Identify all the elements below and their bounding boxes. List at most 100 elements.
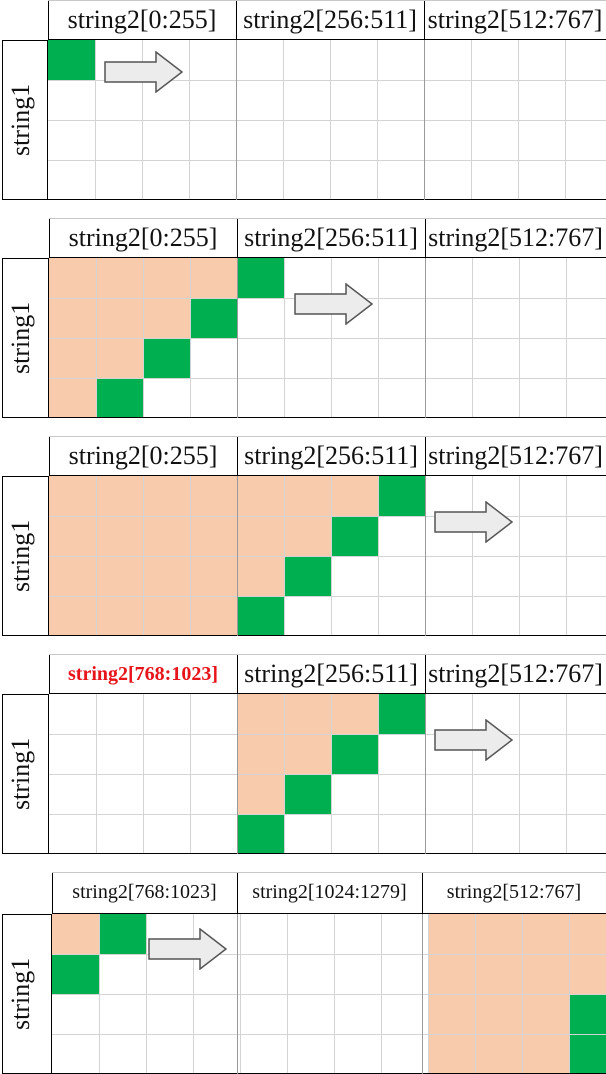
cell-grid — [49, 258, 606, 418]
arrow-shape — [294, 283, 374, 325]
row-label-box — [2, 258, 49, 418]
active-cell — [378, 476, 425, 516]
grid-bottom-line — [48, 199, 606, 200]
header-bottom-line — [49, 475, 606, 476]
cell-grid — [49, 476, 606, 636]
header-divider — [49, 654, 50, 694]
computed-cell — [284, 734, 331, 774]
column-header-2: string2[256:511] — [244, 441, 418, 470]
active-cell — [237, 596, 284, 636]
header-divider — [52, 872, 53, 914]
row-label: string1 — [6, 301, 35, 375]
active-cell — [96, 378, 143, 418]
grid-line — [49, 338, 606, 339]
block-divider — [425, 258, 426, 418]
block-divider — [425, 694, 426, 854]
header-top-line — [49, 654, 606, 655]
header-divider — [49, 218, 50, 258]
computed-cell — [96, 476, 143, 516]
column-header-1: string2[0:255] — [68, 223, 218, 252]
header-divider — [425, 654, 426, 694]
computed-cell — [96, 556, 143, 596]
header-top-line — [49, 218, 606, 219]
computed-cell — [49, 596, 96, 636]
grid-line — [49, 596, 606, 597]
grid-line — [49, 814, 606, 815]
computed-cell — [284, 516, 331, 556]
row-label-box — [2, 694, 49, 854]
active-cell — [190, 298, 237, 338]
grid-line — [48, 160, 606, 161]
column-header-3: string2[512:767] — [428, 441, 603, 470]
column-header-1: string2[768:1023] — [68, 663, 218, 685]
arrow-shape — [434, 719, 514, 761]
header-divider — [48, 0, 49, 40]
column-header-3: string2[512:767] — [446, 881, 582, 903]
arrow-shape — [104, 51, 184, 93]
header-top-line — [48, 0, 606, 1]
active-cell — [378, 694, 425, 734]
grid-line — [49, 378, 606, 379]
grid-line — [49, 556, 606, 557]
computed-cell — [96, 338, 143, 378]
header-divider — [425, 436, 426, 476]
right-arrow-icon — [104, 51, 184, 93]
block-divider — [425, 476, 426, 636]
column-header-2: string2[256:511] — [243, 5, 417, 34]
computed-cell — [49, 556, 96, 596]
row-label: string1 — [6, 957, 35, 1031]
row-label-box — [2, 40, 48, 200]
active-cell — [569, 1034, 606, 1074]
active-cell — [237, 258, 284, 298]
active-cell — [237, 814, 284, 854]
block-divider — [237, 694, 238, 854]
computed-cell — [143, 298, 190, 338]
header-bottom-line — [49, 257, 606, 258]
computed-cell — [49, 476, 96, 516]
column-header-2: string2[1024:1279] — [252, 881, 407, 903]
column-header-2: string2[256:511] — [244, 223, 418, 252]
computed-cell — [237, 556, 284, 596]
active-cell — [48, 40, 95, 80]
header-divider — [236, 0, 237, 40]
row-label: string1 — [6, 519, 35, 593]
block-divider — [237, 476, 238, 636]
computed-cell — [331, 476, 378, 516]
computed-cell — [428, 1034, 475, 1074]
computed-cell — [49, 298, 96, 338]
column-header-3: string2[512:767] — [428, 223, 603, 252]
cell-grid — [49, 694, 606, 854]
column-header-1: string2[0:255] — [67, 5, 217, 34]
grid-bottom-line — [49, 635, 606, 636]
block-divider — [237, 914, 238, 1074]
grid-line — [48, 80, 606, 81]
computed-cell — [428, 994, 475, 1034]
computed-cell — [96, 298, 143, 338]
computed-cell — [49, 516, 96, 556]
active-cell — [99, 914, 146, 954]
computed-cell — [475, 954, 522, 994]
active-cell — [52, 954, 99, 994]
computed-cell — [49, 338, 96, 378]
computed-cell — [190, 516, 237, 556]
computed-cell — [475, 1034, 522, 1074]
computed-cell — [331, 694, 378, 734]
header-top-line — [49, 436, 606, 437]
computed-cell — [190, 258, 237, 298]
active-cell — [284, 774, 331, 814]
active-cell — [284, 556, 331, 596]
arrow-shape — [434, 501, 514, 543]
row-label: string1 — [6, 83, 35, 157]
computed-cell — [428, 914, 475, 954]
column-header-1: string2[0:255] — [68, 441, 218, 470]
header-divider — [422, 872, 423, 914]
computed-cell — [237, 516, 284, 556]
computed-cell — [49, 378, 96, 418]
active-cell — [569, 994, 606, 1034]
computed-cell — [143, 476, 190, 516]
header-bottom-line — [52, 913, 606, 914]
header-divider — [237, 436, 238, 476]
computed-cell — [96, 258, 143, 298]
panel-4: string2[768:1023]string2[256:511]string2… — [0, 654, 606, 854]
computed-cell — [569, 954, 606, 994]
